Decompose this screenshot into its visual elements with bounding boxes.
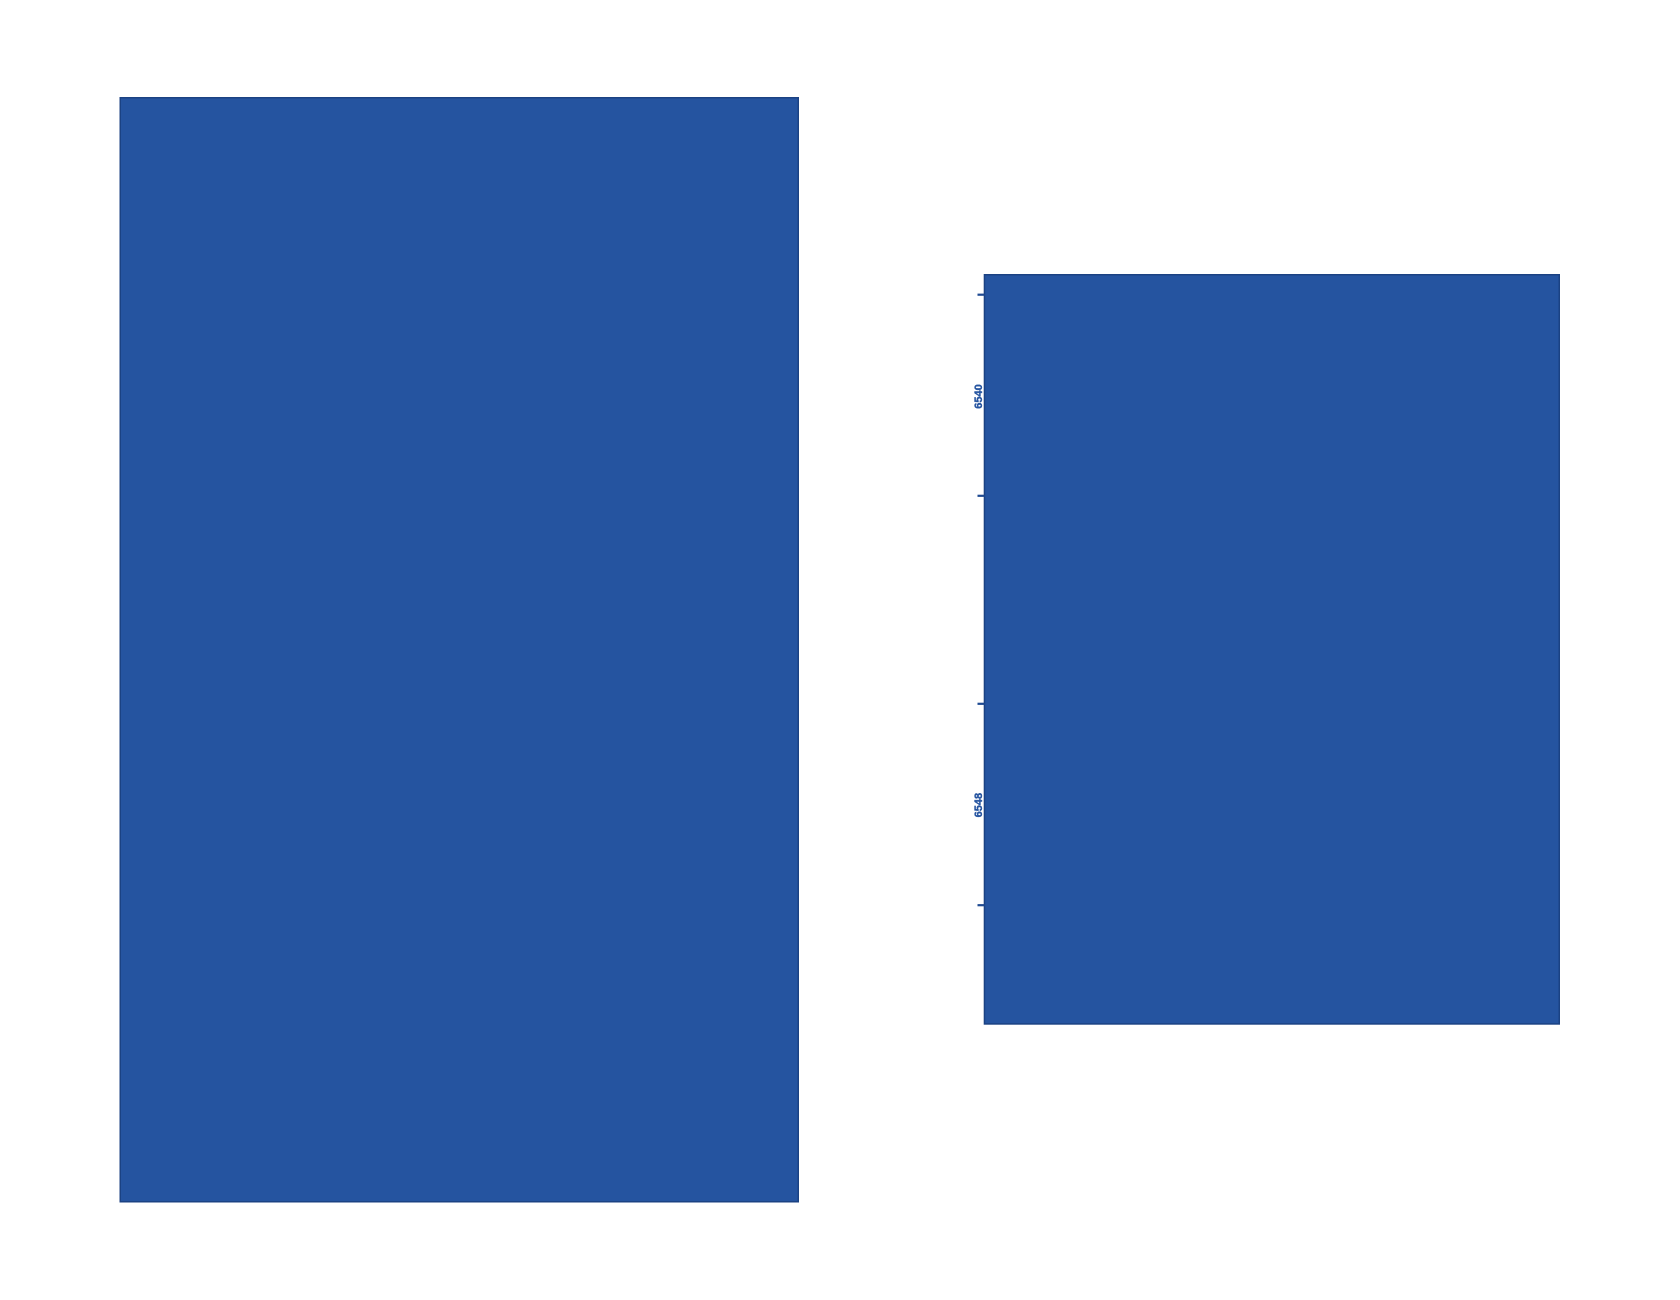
svg-text:6540: 6540 [973,384,985,408]
svg-text:6548: 6548 [973,793,985,817]
